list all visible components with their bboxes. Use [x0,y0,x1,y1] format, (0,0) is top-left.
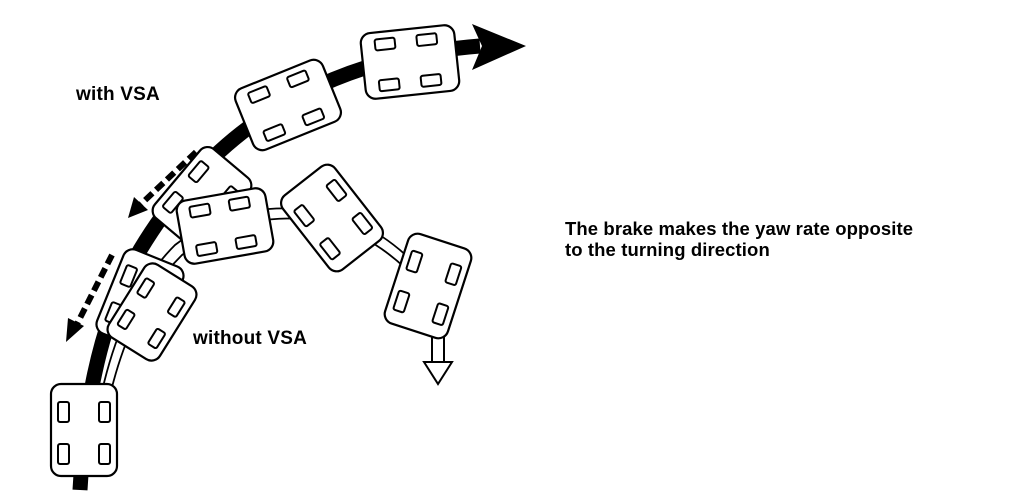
yaw-arrow-upper [128,149,199,218]
car-icon [106,262,198,362]
caption-line-2: to the turning direction [565,239,770,260]
car-icon [383,232,473,340]
without-vsa-label: without VSA [193,328,308,349]
yaw-arrow-icon [128,197,148,218]
car-icon [233,58,343,152]
with-vsa-label: with VSA [76,84,160,105]
drift-arrow-icon [422,361,454,386]
caption-line-1: The brake makes the yaw rate opposite [565,218,914,239]
car-icon [359,24,461,100]
car-icon [175,187,275,265]
yaw-arrow-lower [66,253,115,342]
path-arrow-icon [472,24,526,70]
car-icon [279,163,385,273]
yaw-arrow-icon [66,318,84,342]
car-icon [49,382,119,478]
caption: The brake makes the yaw rate opposite to… [565,218,1005,260]
